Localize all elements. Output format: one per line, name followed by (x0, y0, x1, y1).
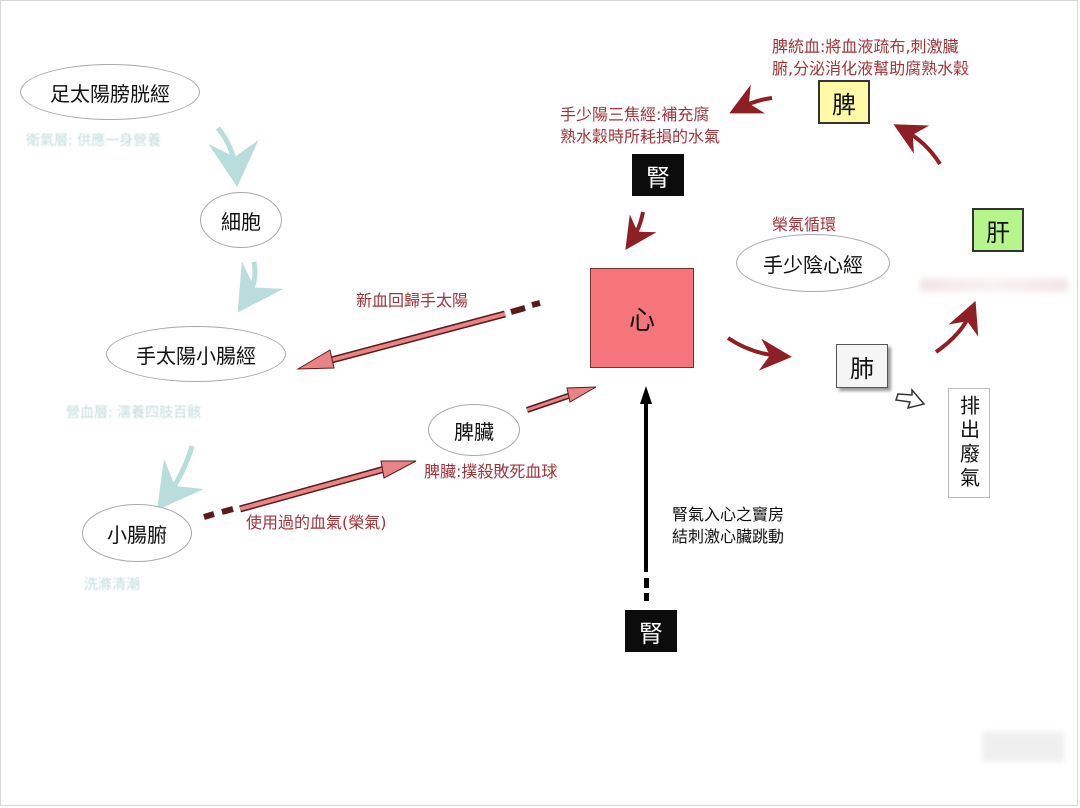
blurred-corner-region (982, 732, 1064, 762)
new-blood-label: 新血回歸手太陽 (356, 291, 469, 310)
spleen-organ-node: 脾臟 (428, 404, 520, 456)
exhale-arrow (895, 387, 926, 410)
heart-meridian-label: 手少陰心經 (763, 252, 863, 277)
liver-to-spleen-arrow (893, 124, 942, 166)
spleen-label: 脾 (832, 90, 856, 119)
kidney-top-box: 腎 (632, 154, 684, 196)
faint-label-1: 衛氣層: 供應一身營養 (26, 133, 162, 149)
liver-box: 肝 (972, 208, 1024, 252)
exhale-waste-box: 排出廢氣 (948, 388, 990, 498)
liver-label: 肝 (986, 218, 1010, 247)
triple-burner-line2: 熟水穀時所耗損的水氣 (560, 127, 721, 146)
spleen-blood-line1: 脾統血:將血液疏布,刺激臟 (772, 37, 959, 56)
new-blood-arrow (296, 300, 541, 370)
bladder-meridian-label: 足太陽膀胱經 (50, 81, 170, 106)
kidney-qi-arrow (640, 386, 652, 601)
kidney-bottom-label: 腎 (639, 619, 663, 648)
nutritive-cycle-label: 榮氣循環 (772, 215, 837, 234)
heart-meridian-node: 手少陰心經 (736, 234, 890, 292)
kidney-to-heart-arrow (625, 211, 657, 250)
used-blood-arrow (203, 460, 417, 520)
kidney-bottom-box: 腎 (625, 610, 677, 652)
kidney-qi-line2: 結刺激心臟跳動 (672, 527, 785, 546)
faint-label-3: 洗滌清潮 (84, 577, 140, 593)
kidney-top-label: 腎 (646, 163, 670, 192)
teal-arrow-1 (208, 126, 259, 187)
lung-label: 肺 (850, 354, 874, 383)
exhale-waste-label: 排出廢氣 (956, 395, 981, 491)
blurred-text-region (920, 278, 1068, 292)
cell-node: 細胞 (200, 192, 282, 248)
spleen-to-triple-arrow (729, 84, 773, 114)
heart-box: 心 (590, 268, 694, 368)
triple-burner-line1: 手少陽三焦經:補充腐 (560, 105, 710, 124)
teal-arrow-2 (237, 261, 284, 313)
spleen-organ-label: 脾臟 (454, 419, 494, 444)
cell-label: 細胞 (221, 209, 261, 234)
small-intestine-meridian-label: 手太陽小腸經 (136, 343, 256, 368)
lung-to-liver-arrow (934, 300, 979, 354)
small-intestine-fu-label: 小腸腑 (107, 522, 167, 547)
heart-label: 心 (628, 305, 655, 336)
spleen-to-heart-arrow (526, 386, 597, 413)
bladder-meridian-node: 足太陽膀胱經 (20, 64, 200, 120)
heart-to-lung-arrow (726, 336, 792, 371)
faint-label-2: 營血層: 濡養四肢百骸 (66, 405, 202, 421)
teal-arrow-3 (157, 445, 204, 511)
lung-box: 肺 (836, 344, 888, 388)
kidney-qi-line1: 腎氣入心之竇房 (672, 505, 785, 524)
small-intestine-meridian-node: 手太陽小腸經 (106, 326, 286, 382)
spleen-blood-line2: 腑,分泌消化液幫助腐熟水穀 (772, 59, 970, 78)
spleen-kill-label: 脾臟:撲殺敗死血球 (424, 462, 558, 481)
used-blood-label: 使用過的血氣(榮氣) (246, 513, 387, 532)
small-intestine-fu-node: 小腸腑 (82, 504, 192, 562)
spleen-box: 脾 (818, 80, 870, 124)
